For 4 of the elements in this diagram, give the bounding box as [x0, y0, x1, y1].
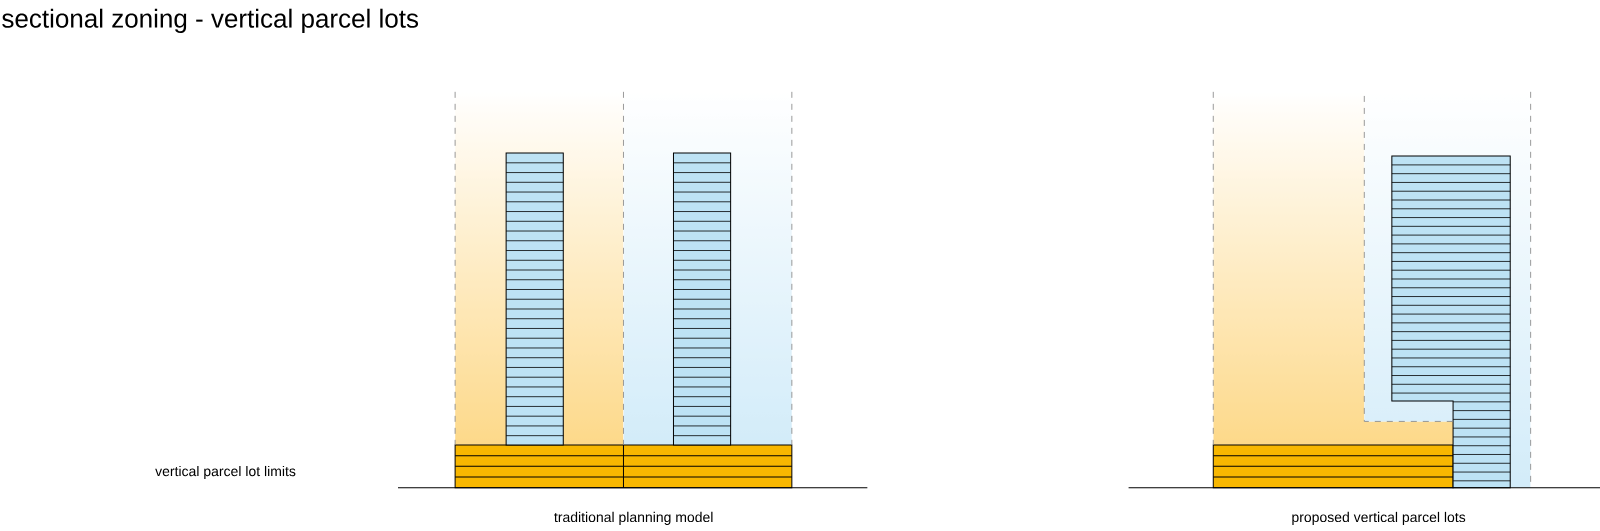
- title: sectional zoning - vertical parcel lots: [2, 8, 419, 33]
- annotation-label: vertical parcel lot limits: [155, 465, 296, 479]
- caption: proposed vertical parcel lots: [1292, 511, 1466, 525]
- caption: traditional planning model: [554, 511, 713, 525]
